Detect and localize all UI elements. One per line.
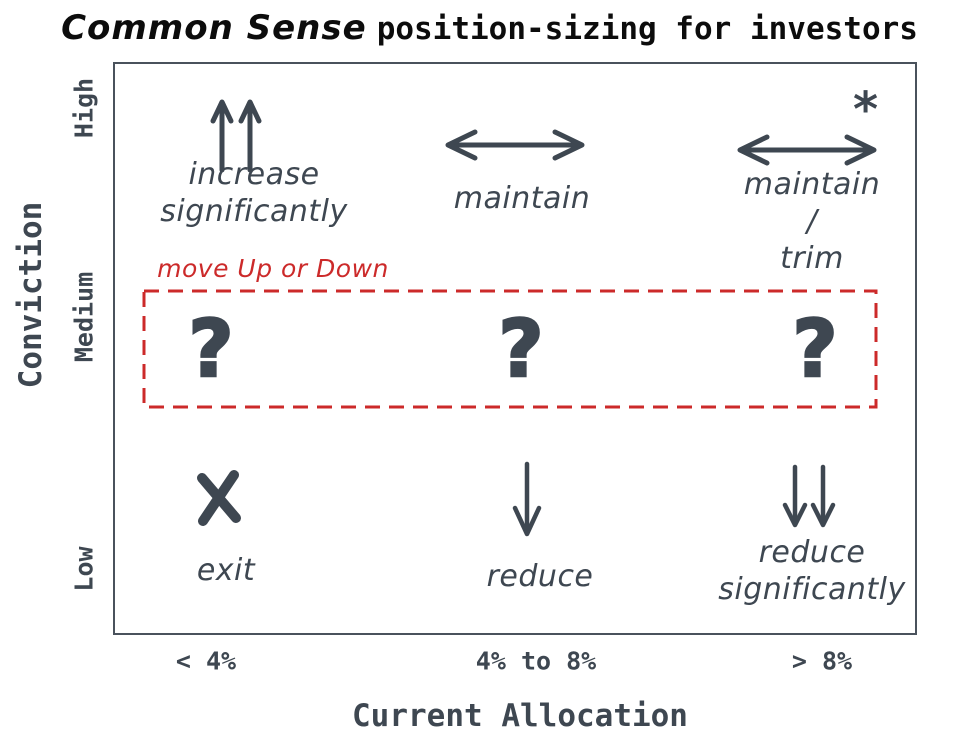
- reduce-label: reduce: [486, 559, 594, 594]
- title-script-part: Common Sense: [61, 8, 367, 48]
- y-tick-medium: Medium: [69, 271, 99, 363]
- y-tick-high: High: [69, 77, 99, 139]
- maintain-label: maintain: [453, 181, 591, 216]
- y-axis-label: Conviction: [13, 201, 49, 389]
- exit-label: exit: [196, 553, 256, 588]
- x-mark-icon: [197, 470, 241, 526]
- x-tick-4-to-8pct: 4% to 8%: [475, 646, 597, 676]
- double-up-arrow-icon: [210, 99, 262, 173]
- plot-border: increase significantly maintain * mainta…: [113, 62, 917, 635]
- asterisk-footnote-marker: *: [853, 82, 879, 138]
- double-down-arrow-icon: [782, 464, 836, 528]
- down-arrow-icon: [512, 461, 542, 537]
- y-tick-low: Low: [69, 546, 99, 592]
- increase-significantly-label: increase significantly: [160, 157, 348, 229]
- x-tick-lt-4pct: < 4%: [175, 646, 237, 676]
- move-up-or-down-note: move Up or Down: [157, 254, 389, 283]
- question-mark-high-allocation: ?: [791, 305, 839, 395]
- medium-row-highlight-box: [142, 289, 878, 409]
- reduce-significantly-label: reduce significantly: [718, 535, 906, 607]
- question-mark-mid-allocation: ?: [497, 305, 545, 395]
- left-right-arrow-icon: [445, 129, 585, 161]
- left-right-arrow-icon: [737, 134, 877, 166]
- x-axis-label: Current Allocation: [352, 698, 688, 734]
- title-mono-part: position-sizing for investors: [376, 11, 918, 47]
- question-mark-low-allocation: ?: [187, 305, 235, 395]
- x-tick-gt-8pct: > 8%: [791, 646, 853, 676]
- maintain-trim-label: maintain / trim: [743, 167, 881, 276]
